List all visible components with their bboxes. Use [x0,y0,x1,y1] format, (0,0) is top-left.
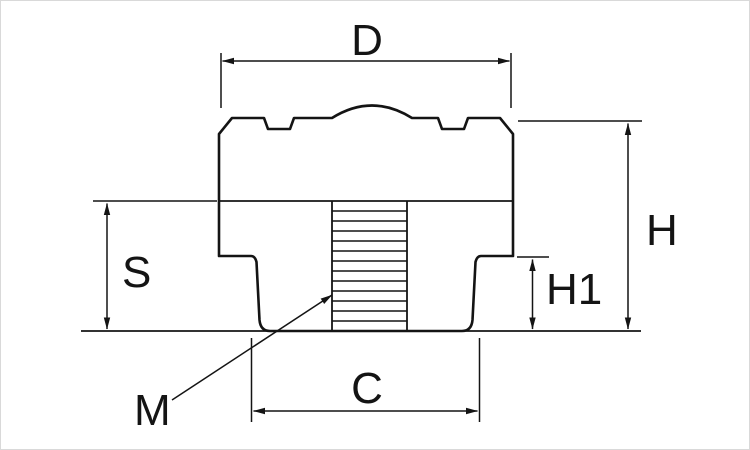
dimension-S: S [93,200,217,330]
dimension-C: C [250,338,481,422]
dim-H1-label: H1 [546,265,602,314]
part-outline [217,104,515,333]
dimension-H: H [518,120,678,330]
thread-leader-line [171,294,333,401]
thread-bore [331,201,408,331]
dimension-D: D [220,16,512,108]
dim-D-label: D [351,16,383,65]
thread-hatch [332,210,407,322]
thread-callout-label: M [134,386,171,435]
dimension-H1: H1 [517,256,602,330]
dim-H-label: H [646,206,678,255]
dim-C-label: C [351,364,383,413]
thread-callout: M [134,294,333,435]
dim-S-label: S [122,248,151,297]
